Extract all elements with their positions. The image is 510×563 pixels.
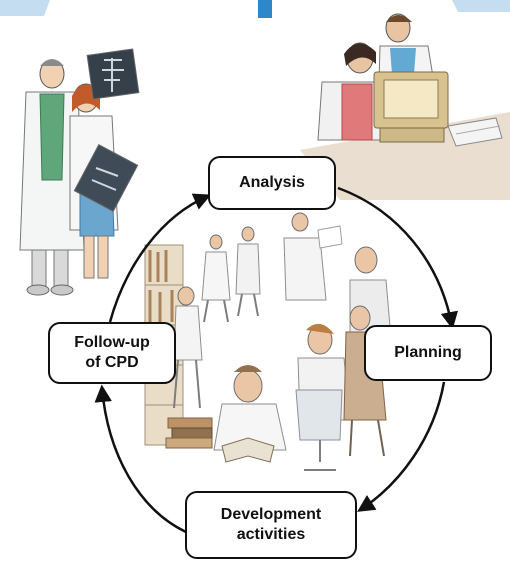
blue-accent-bar	[258, 0, 272, 18]
doctors-with-xray-icon	[19, 48, 140, 296]
stage-followup-box: Follow-up of CPD	[48, 322, 176, 384]
stage-planning-label: Planning	[394, 344, 462, 361]
clinicians-at-computer-icon	[300, 13, 510, 200]
stage-development-label: Development activities	[220, 506, 322, 543]
header-fragment-left	[0, 0, 50, 16]
arrow-development-to-followup	[94, 384, 187, 534]
arrow-analysis-to-planning	[337, 186, 459, 330]
stage-planning-box: Planning	[364, 325, 492, 381]
header-fragment-right	[452, 0, 510, 12]
people-reading-and-studying-icon	[144, 212, 393, 471]
stage-followup-label: Follow-up of CPD	[74, 334, 150, 371]
arrow-planning-to-development	[357, 381, 446, 512]
stage-analysis-label: Analysis	[239, 174, 305, 191]
stage-development-box: Development activities	[185, 491, 357, 559]
arrow-followup-to-analysis	[108, 193, 212, 323]
stage-analysis-box: Analysis	[208, 156, 336, 210]
